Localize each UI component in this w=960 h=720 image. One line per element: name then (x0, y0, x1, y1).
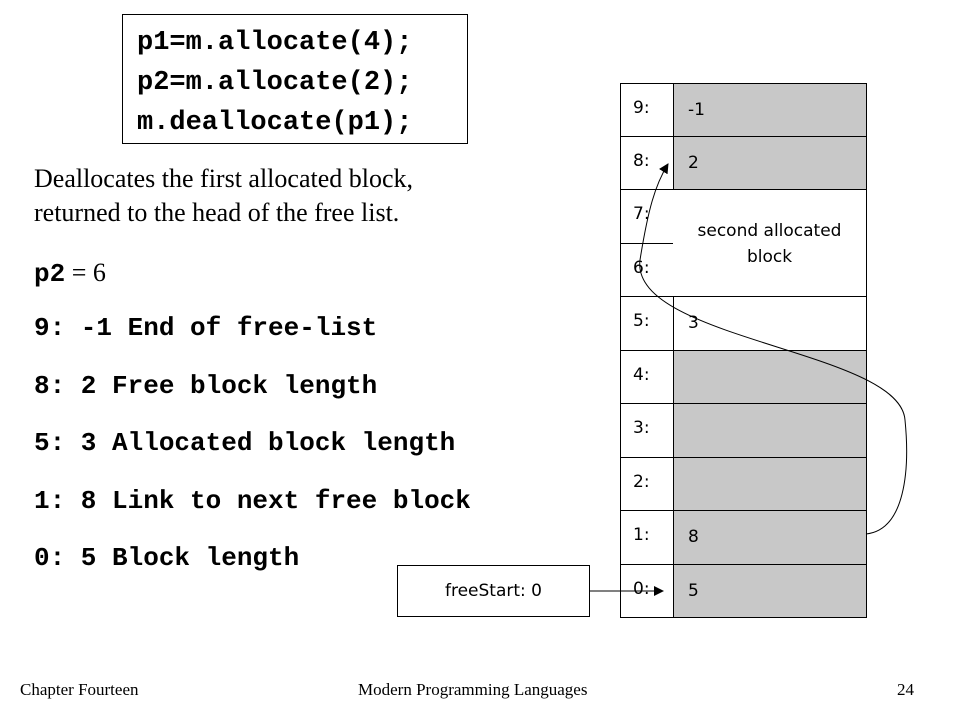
description-line-2: returned to the head of the free list. (34, 198, 400, 227)
memory-address: 8: (621, 136, 674, 189)
memory-address: 6: (621, 243, 674, 296)
code-box: p1=m.allocate(4); p2=m.allocate(2); m.de… (122, 14, 468, 144)
merged-label-line-2: block (746, 247, 793, 267)
memory-value: 3 (688, 313, 699, 333)
memory-row: 5: 3 (620, 297, 867, 351)
legend-line-9: 9: -1 End of free-list (34, 313, 378, 343)
footer-page-number: 24 (897, 680, 914, 699)
description-line-1: Deallocates the first allocated block, (34, 164, 414, 193)
memory-row: 3: (620, 404, 867, 458)
code-line-3: m.deallocate(p1); (137, 108, 413, 138)
memory-row: 4: (620, 350, 867, 404)
memory-address: 9: (621, 84, 674, 136)
free-start-box: freeStart: 0 (397, 565, 590, 617)
legend-line-0: 0: 5 Block length (34, 543, 300, 573)
legend-line-5: 5: 3 Allocated block length (34, 428, 456, 458)
memory-row: 0:5 (620, 564, 867, 618)
memory-row: 1:8 (620, 511, 867, 565)
legend-line-8: 8: 2 Free block length (34, 371, 378, 401)
second-allocated-block-label: second allocated block (673, 190, 866, 296)
memory-value (674, 404, 866, 457)
merged-label-line-1: second allocated (697, 221, 842, 241)
memory-address: 7: (621, 190, 674, 243)
memory-address: 5: (621, 297, 674, 350)
memory-row: 9:-1 (620, 83, 867, 137)
p2-variable: p2 (34, 259, 66, 289)
memory-value: 8 (674, 511, 866, 564)
memory-address: 3: (621, 404, 674, 457)
memory-value: -1 (674, 84, 866, 136)
memory-value: 2 (674, 136, 866, 189)
legend-line-1: 1: 8 Link to next free block (34, 486, 471, 516)
memory-row: 2: (620, 457, 867, 511)
p2-value: = 6 (65, 258, 106, 287)
p2-value-line: p2 = 6 (34, 258, 106, 289)
description: Deallocates the first allocated block, r… (34, 162, 594, 230)
memory-row: 8:2 (620, 136, 867, 190)
memory-address: 1: (621, 511, 674, 564)
footer-chapter: Chapter Fourteen (20, 680, 139, 699)
code-line-1: p1=m.allocate(4); (137, 28, 413, 58)
memory-address: 4: (621, 350, 674, 403)
memory-address: 2: (621, 457, 674, 510)
code-line-2: p2=m.allocate(2); (137, 68, 413, 98)
memory-value (674, 350, 866, 403)
memory-value: 5 (674, 564, 866, 617)
memory-address: 0: (621, 564, 674, 617)
footer-course: Modern Programming Languages (358, 680, 588, 699)
memory-value (674, 457, 866, 510)
